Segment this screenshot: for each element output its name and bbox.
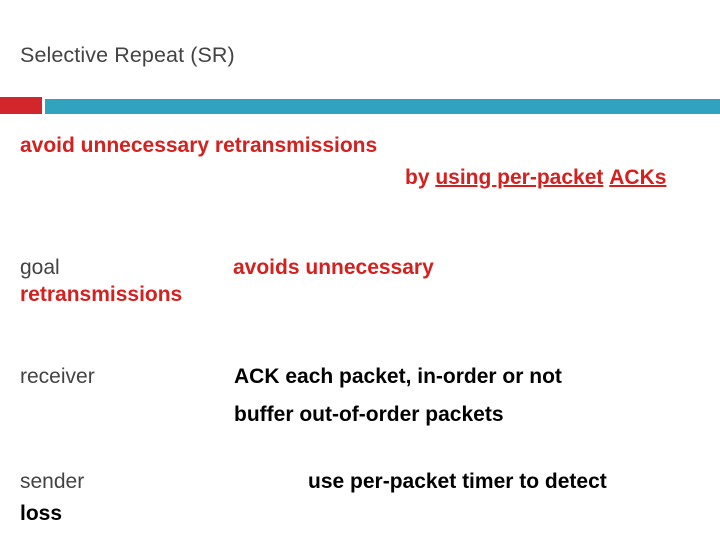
goal-label: goal (20, 256, 60, 279)
receiver-value-column: ACK each packet, in-order or not buffer o… (234, 358, 694, 434)
receiver-value-line2: buffer out-of-order packets (234, 403, 504, 426)
receiver-value-line1: ACK each packet, in-order or not (234, 365, 562, 388)
goal-value-line1: avoids unnecessary (233, 256, 434, 279)
page-title: Selective Repeat (SR) (20, 43, 235, 67)
avoid-line1-text: avoid unnecessary retransmissions (20, 134, 378, 157)
bullet-sender: sender use per-packet timer to detect loss (20, 466, 710, 530)
sender-value-line1: use per-packet timer to detect (308, 470, 607, 493)
receiver-label: receiver (20, 365, 95, 388)
bullet-avoid-retransmissions: avoid unnecessary retransmissions by usin… (20, 130, 710, 194)
divider-red-block (0, 97, 42, 114)
sender-value-line2: loss (20, 502, 63, 525)
goal-value-line2: retransmissions (20, 283, 183, 306)
title-divider-band (0, 97, 720, 114)
bullet-goal: goal avoids unnecessary retransmissions (20, 254, 710, 308)
avoid-line2-underlined: using per-packet (435, 166, 604, 189)
avoid-line3-underlined: ACKs (609, 166, 667, 189)
sender-label: sender (20, 470, 85, 493)
divider-teal-bar (45, 99, 720, 114)
avoid-line2-prefix: by (405, 166, 436, 189)
bullet-receiver: receiver ACK each packet, in-order or not… (20, 358, 710, 434)
